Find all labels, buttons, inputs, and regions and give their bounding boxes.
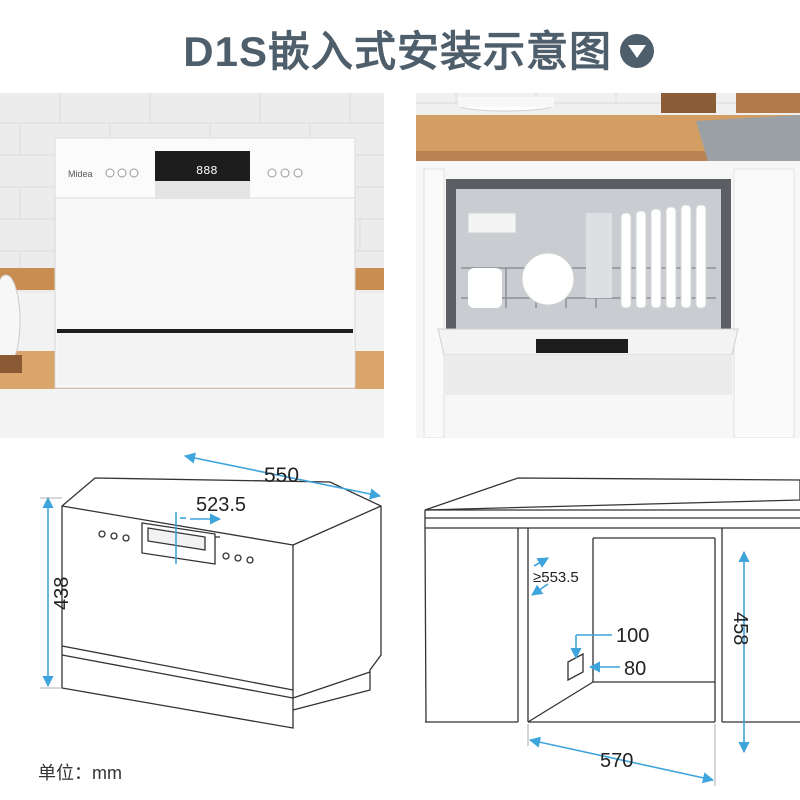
width-dimension-line: [183, 452, 382, 500]
height-label: 438: [51, 577, 73, 610]
down-arrow-circle-icon: [620, 34, 654, 68]
page-title: D1S嵌入式安装示意图: [183, 28, 612, 75]
depth-label: ≥553.5: [533, 569, 579, 586]
unit-label: 单位：mm: [38, 763, 122, 783]
depth-dimension-line: [531, 583, 549, 596]
cabinet-height-label: 458: [729, 612, 751, 645]
hole-height-label: 100: [616, 625, 649, 647]
cabinet-width-label: 570: [600, 750, 633, 772]
dimension-lines-left: [40, 452, 382, 689]
cabinet-width-dimension-line: [528, 736, 715, 784]
dimension-lines-right: [527, 550, 750, 786]
inner-width-label: 523.5: [196, 494, 246, 516]
product-photo-builtin: [416, 93, 800, 438]
header: D1S嵌入式安装示意图: [0, 0, 800, 92]
product-photo-countertop: 888 Midea: [0, 93, 384, 438]
installation-diagram: 550 523.5 438 ≥553.5 100 80: [40, 452, 800, 786]
display-readout: 888: [196, 164, 218, 178]
hole-width-label: 80: [624, 658, 646, 680]
cabinet-outline: [424, 477, 800, 723]
width-label: 550: [264, 464, 299, 487]
brand-logo: Midea: [68, 169, 93, 179]
